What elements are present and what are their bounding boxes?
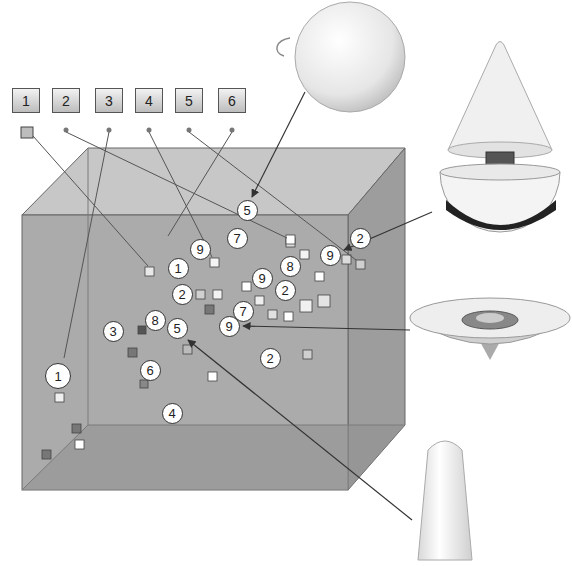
callout-number: 2 (275, 280, 296, 301)
node-label: 9 (258, 272, 265, 285)
node-label: 4 (145, 94, 153, 108)
node-label: 9 (196, 243, 203, 256)
cone-lamp (440, 42, 560, 233)
node-label: 2 (266, 352, 273, 365)
node-label: 3 (109, 325, 116, 338)
node-label: 3 (105, 94, 113, 108)
callout-number: 1 (45, 363, 71, 389)
node-label: 2 (178, 288, 185, 301)
callout-number: 1 (168, 258, 189, 279)
callout-number: 2 (260, 348, 281, 369)
node-label: 5 (173, 322, 180, 335)
node-label: 8 (151, 314, 158, 327)
node-label: 1 (174, 262, 181, 275)
callout-number: 6 (140, 360, 161, 381)
callout-number: 5 (167, 318, 188, 339)
node-label: 8 (286, 260, 293, 273)
callout-number: 7 (227, 228, 248, 249)
channel-box: 5 (175, 88, 203, 113)
callout-number: 9 (219, 316, 240, 337)
callout-number: 8 (280, 256, 301, 277)
callout-number: 2 (350, 228, 371, 249)
sphere-lamp (277, 2, 405, 112)
cylinder-lamp (418, 441, 472, 560)
leader-lines (21, 127, 356, 358)
callout-number: 4 (162, 403, 183, 424)
node-label: 7 (239, 305, 246, 318)
cube (22, 148, 405, 490)
node-label: 2 (62, 94, 70, 108)
channel-box: 1 (12, 88, 40, 113)
callout-number: 2 (172, 284, 193, 305)
node-label: 6 (228, 94, 236, 108)
callout-number: 9 (190, 239, 211, 260)
node-label: 4 (168, 407, 175, 420)
channel-box: 3 (95, 88, 123, 113)
node-label: 9 (326, 249, 333, 262)
callout-number: 5 (237, 200, 258, 221)
node-label: 2 (281, 284, 288, 297)
node-label: 1 (22, 94, 30, 108)
small-cubes (42, 235, 365, 459)
callout-number: 9 (320, 245, 341, 266)
callout-number: 8 (145, 310, 166, 331)
dish-lamp (410, 298, 570, 360)
node-label: 2 (356, 232, 363, 245)
callout-number: 3 (103, 321, 124, 342)
node-label: 6 (146, 364, 153, 377)
node-label: 1 (54, 370, 61, 383)
channel-box: 6 (218, 88, 246, 113)
node-label: 7 (233, 232, 240, 245)
node-label: 9 (225, 320, 232, 333)
node-label: 5 (243, 204, 250, 217)
channel-box: 2 (52, 88, 80, 113)
pointer-arrows (188, 92, 432, 520)
channel-box: 4 (135, 88, 163, 113)
callout-number: 9 (252, 268, 273, 289)
node-label: 5 (185, 94, 193, 108)
